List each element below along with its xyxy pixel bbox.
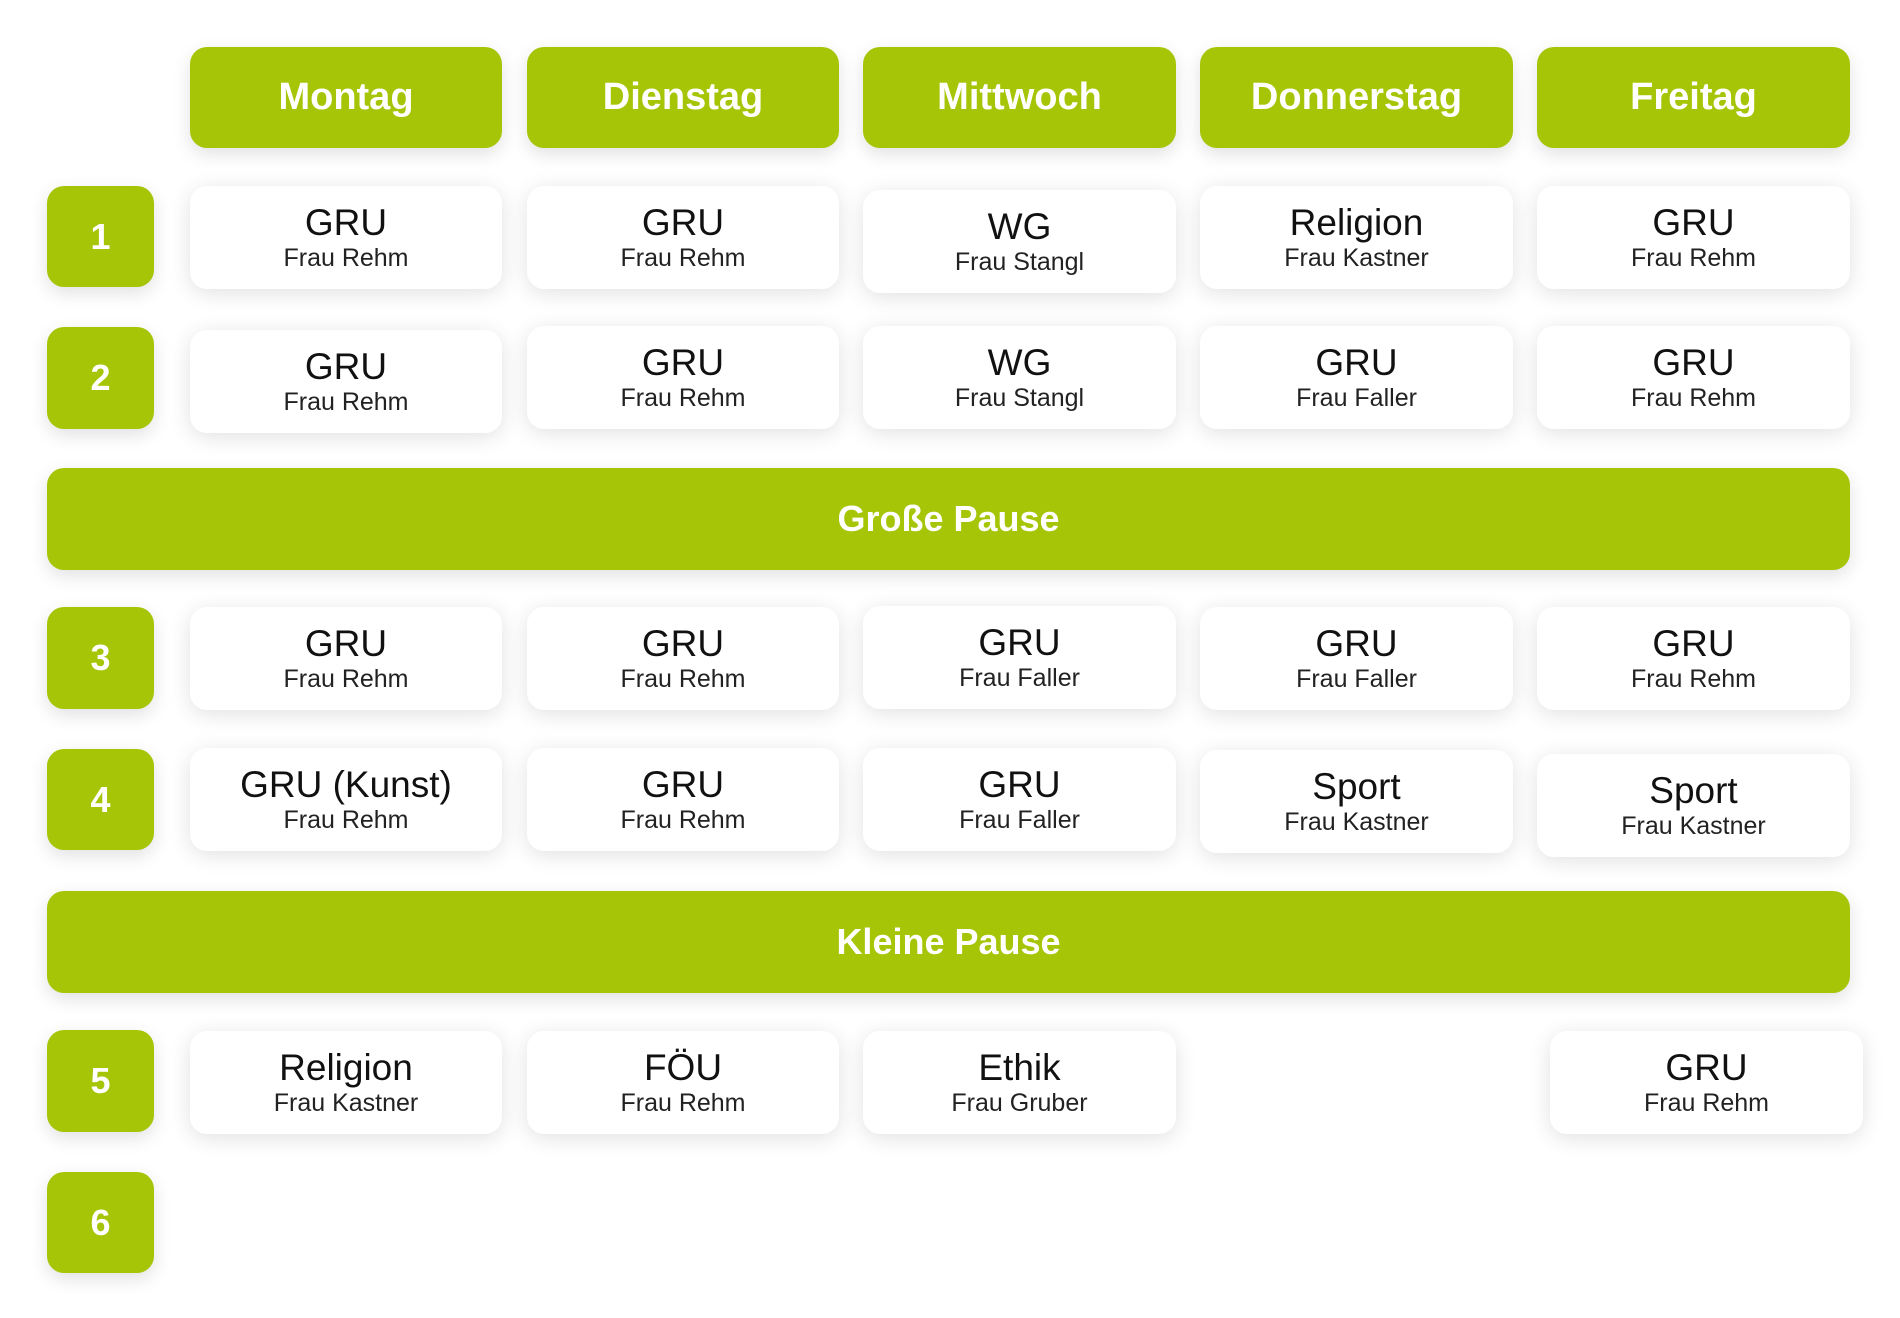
lesson-subject: GRU xyxy=(978,763,1061,805)
period-number-1: 1 xyxy=(47,186,154,287)
lesson-subject: GRU (Kunst) xyxy=(240,763,452,805)
lesson-cell: GRU Frau Rehm xyxy=(527,748,839,851)
lesson-subject: GRU xyxy=(1315,622,1398,664)
day-header-friday: Freitag xyxy=(1537,47,1850,148)
lesson-teacher: Frau Stangl xyxy=(954,383,1085,412)
period-number-3: 3 xyxy=(47,607,154,709)
lesson-cell: GRU Frau Rehm xyxy=(1550,1031,1863,1134)
day-header-wednesday: Mittwoch xyxy=(863,47,1176,148)
lesson-cell: Sport Frau Kastner xyxy=(1200,750,1513,853)
lesson-teacher: Frau Gruber xyxy=(951,1088,1088,1117)
lesson-subject: FÖU xyxy=(643,1046,723,1088)
lesson-subject: Religion xyxy=(279,1046,413,1088)
lesson-cell: FÖU Frau Rehm xyxy=(527,1031,839,1134)
lesson-subject: GRU xyxy=(1315,341,1398,383)
lesson-subject: GRU xyxy=(1652,622,1735,664)
lesson-teacher: Frau Kastner xyxy=(273,1088,419,1117)
lesson-cell: GRU Frau Faller xyxy=(863,748,1176,851)
lesson-cell: WG Frau Stangl xyxy=(863,190,1176,293)
lesson-teacher: Frau Rehm xyxy=(620,664,746,693)
lesson-cell: GRU Frau Faller xyxy=(1200,607,1513,710)
lesson-teacher: Frau Rehm xyxy=(283,387,409,416)
day-header-thursday: Donnerstag xyxy=(1200,47,1513,148)
lesson-teacher: Frau Rehm xyxy=(1630,243,1757,272)
lesson-cell: Ethik Frau Gruber xyxy=(863,1031,1176,1134)
lesson-subject: GRU xyxy=(641,341,725,383)
lesson-cell: GRU (Kunst) Frau Rehm xyxy=(190,748,502,851)
lesson-cell: GRU Frau Rehm xyxy=(527,607,839,710)
day-header-tuesday: Dienstag xyxy=(527,47,839,148)
lesson-teacher: Frau Rehm xyxy=(620,1088,746,1117)
lesson-teacher: Frau Rehm xyxy=(283,243,409,272)
lesson-teacher: Frau Rehm xyxy=(283,805,409,834)
lesson-teacher: Frau Stangl xyxy=(954,247,1085,276)
lesson-subject: WG xyxy=(987,341,1052,383)
lesson-subject: GRU xyxy=(641,622,725,664)
lesson-cell: GRU Frau Rehm xyxy=(190,186,502,289)
period-number-5: 5 xyxy=(47,1030,154,1132)
lesson-subject: WG xyxy=(987,205,1052,247)
lesson-teacher: Frau Rehm xyxy=(1643,1088,1770,1117)
day-header-monday: Montag xyxy=(190,47,502,148)
lesson-teacher: Frau Rehm xyxy=(620,383,746,412)
lesson-cell: GRU Frau Rehm xyxy=(1537,607,1850,710)
lesson-teacher: Frau Rehm xyxy=(283,664,409,693)
lesson-teacher: Frau Faller xyxy=(959,663,1080,692)
period-number-6: 6 xyxy=(47,1172,154,1273)
lesson-subject: GRU xyxy=(304,201,388,243)
lesson-subject: GRU xyxy=(304,622,388,664)
lesson-teacher: Frau Rehm xyxy=(1630,383,1757,412)
lesson-cell: Sport Frau Kastner xyxy=(1537,754,1850,857)
lesson-cell: GRU Frau Rehm xyxy=(1537,186,1850,289)
lesson-cell: GRU Frau Rehm xyxy=(190,330,502,433)
lesson-subject: GRU xyxy=(1652,201,1735,243)
lesson-teacher: Frau Faller xyxy=(1296,383,1417,412)
lesson-teacher: Frau Kastner xyxy=(1284,243,1429,272)
lesson-teacher: Frau Faller xyxy=(959,805,1080,834)
lesson-teacher: Frau Kastner xyxy=(1621,811,1766,840)
lesson-subject: GRU xyxy=(1652,341,1735,383)
lesson-subject: Sport xyxy=(1649,769,1738,811)
lesson-cell: GRU Frau Rehm xyxy=(527,186,839,289)
lesson-cell: GRU Frau Faller xyxy=(863,606,1176,709)
lesson-cell: GRU Frau Faller xyxy=(1200,326,1513,429)
lesson-cell: GRU Frau Rehm xyxy=(527,326,839,429)
lesson-cell: WG Frau Stangl xyxy=(863,326,1176,429)
break-big: Große Pause xyxy=(47,468,1850,570)
lesson-cell: GRU Frau Rehm xyxy=(1537,326,1850,429)
lesson-teacher: Frau Rehm xyxy=(620,243,746,272)
lesson-subject: GRU xyxy=(641,201,725,243)
period-number-4: 4 xyxy=(47,749,154,850)
lesson-subject: Religion xyxy=(1289,201,1424,243)
lesson-teacher: Frau Rehm xyxy=(1630,664,1757,693)
lesson-subject: GRU xyxy=(304,345,388,387)
lesson-subject: GRU xyxy=(1665,1046,1748,1088)
lesson-teacher: Frau Rehm xyxy=(620,805,746,834)
lesson-subject: GRU xyxy=(641,763,725,805)
lesson-cell: Religion Frau Kastner xyxy=(1200,186,1513,289)
lesson-subject: Ethik xyxy=(978,1046,1061,1088)
lesson-cell: Religion Frau Kastner xyxy=(190,1031,502,1134)
lesson-subject: GRU xyxy=(978,621,1061,663)
break-small: Kleine Pause xyxy=(47,891,1850,993)
lesson-teacher: Frau Faller xyxy=(1296,664,1417,693)
lesson-cell: GRU Frau Rehm xyxy=(190,607,502,710)
lesson-subject: Sport xyxy=(1312,765,1401,807)
period-number-2: 2 xyxy=(47,327,154,429)
lesson-teacher: Frau Kastner xyxy=(1284,807,1429,836)
